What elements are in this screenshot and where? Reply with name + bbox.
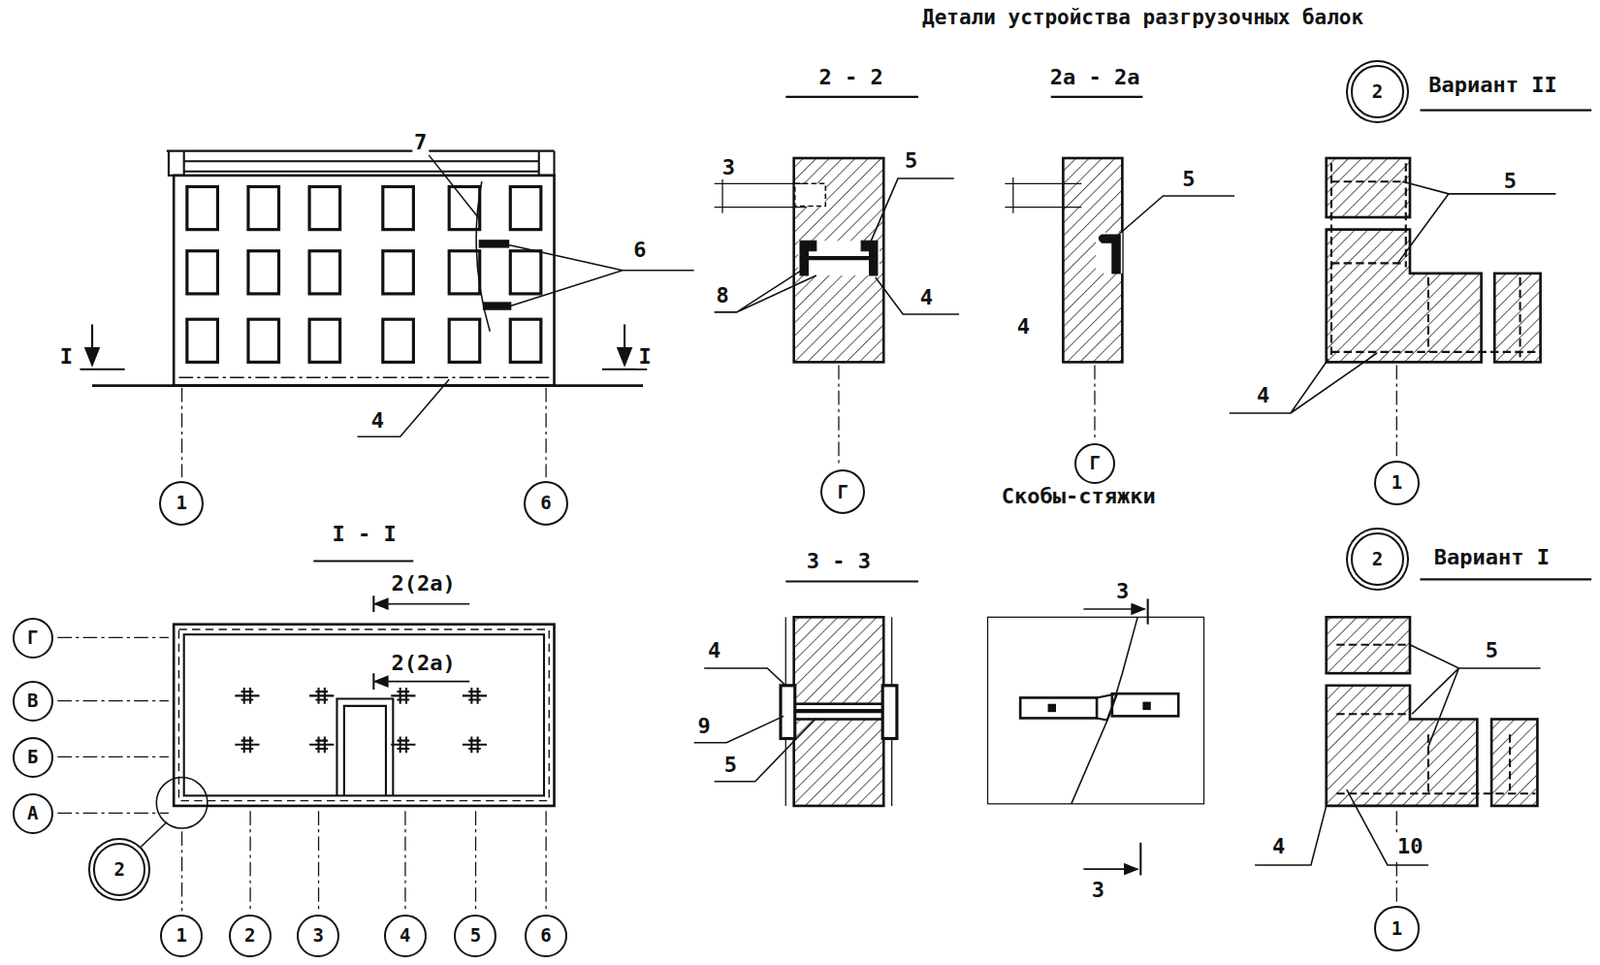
callout-number: 3 (720, 155, 737, 179)
callout-number: 5 (1180, 167, 1197, 192)
axis-marker: 6 (523, 480, 569, 526)
axis-marker: Г (12, 617, 54, 659)
callout-number: 3 (1114, 579, 1131, 604)
marker-text: 6 (540, 493, 551, 512)
axis-marker: 4 (384, 914, 427, 958)
section-label: 3 - 3 (804, 549, 873, 574)
axis-marker: Б (12, 736, 54, 778)
axis-marker: 3 (296, 914, 340, 958)
section-label: I (58, 345, 75, 369)
axis-marker: Г (820, 469, 865, 514)
marker-text: 5 (470, 926, 481, 945)
section-label: Вариант I (1432, 544, 1552, 569)
section-label: I (636, 345, 653, 369)
callout-number: 4 (705, 639, 723, 663)
section-label: I - I (330, 522, 399, 546)
axis-marker: 1 (159, 480, 204, 526)
callout-number: 4 (369, 408, 386, 432)
drawing-title: Детали устройства разгрузочных балок (922, 5, 1364, 30)
callout-number: 4 (1270, 834, 1287, 859)
marker-text: 2 (244, 926, 256, 945)
marker-text: 2 (1372, 549, 1383, 569)
axis-marker: 1 (160, 914, 203, 958)
axis-marker: 2 (228, 914, 272, 958)
section-label: 2(2а) (389, 572, 458, 596)
axis-marker: 5 (453, 914, 497, 958)
callout-number: 9 (695, 714, 712, 738)
marker-text: В (27, 691, 38, 710)
callout-number: 4 (918, 286, 935, 310)
callout-number: 5 (722, 753, 739, 777)
section-label: 2(2а) (389, 651, 458, 675)
detail-marker: 2 (1350, 532, 1405, 586)
callout-number: 5 (1483, 639, 1501, 663)
section-label: 2а - 2а (1048, 65, 1143, 90)
marker-text: Г (836, 482, 848, 502)
marker-text: 1 (1391, 473, 1403, 492)
section-label: Вариант II (1426, 73, 1559, 97)
callout-number: 7 (412, 130, 429, 155)
callout-number: 5 (1502, 169, 1519, 193)
callout-number: 4 (1254, 384, 1272, 408)
marker-text: 4 (399, 926, 411, 945)
axis-marker: Г (1074, 443, 1116, 484)
callout-number: 5 (902, 149, 920, 173)
marker-text: 3 (313, 926, 324, 945)
marker-text: 2 (113, 860, 125, 879)
axis-marker: В (12, 680, 54, 722)
marker-text: 1 (176, 493, 188, 512)
callout-number: 10 (1395, 834, 1426, 859)
section-label: 2 - 2 (816, 65, 885, 90)
detail-marker: 2 (93, 842, 147, 896)
marker-text: 2 (1372, 82, 1383, 101)
marker-text: 1 (1391, 919, 1403, 938)
marker-text: 6 (540, 926, 551, 945)
marker-text: Б (27, 747, 38, 767)
marker-text: А (27, 803, 38, 823)
section-label: Скобы-стяжки (999, 484, 1158, 509)
marker-text: 1 (176, 926, 188, 945)
detail-marker: 2 (1350, 64, 1405, 119)
marker-text: Г (1088, 453, 1100, 473)
axis-marker: 1 (1374, 905, 1419, 951)
axis-marker: 1 (1374, 460, 1419, 506)
axis-marker: А (12, 793, 54, 834)
callout-number: 6 (631, 238, 648, 262)
marker-text: Г (27, 628, 38, 647)
callout-number: 3 (1089, 878, 1107, 902)
axis-marker: 6 (524, 914, 568, 958)
callout-number: 8 (713, 284, 731, 308)
callout-number: 4 (1015, 315, 1032, 339)
